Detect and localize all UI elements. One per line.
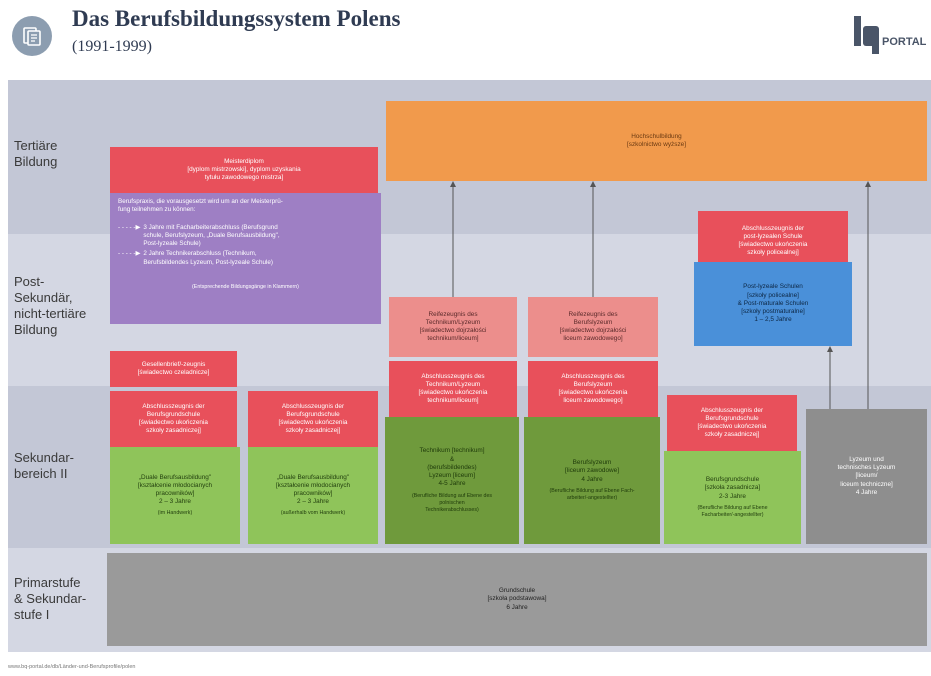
box-abschluss-berufslyzeum: Abschlusszeugnis des Berufslyzeum [świad… xyxy=(528,361,658,417)
box-gesellenbrief: Gesellenbrief/-zeugnis [świadectwo czela… xyxy=(110,351,237,387)
page-title: Das Berufsbildungssystem Polens xyxy=(72,6,401,31)
box-abschluss-bgs-2: Abschlusszeugnis der Berufsgrundschule [… xyxy=(248,391,378,447)
source-url: www.bq-portal.de/db/Länder-und-Berufspro… xyxy=(8,664,136,670)
box-reife-berufslyzeum: Reifezeugnis des Berufslyzeum [świadectw… xyxy=(528,297,658,357)
box-abschluss-technikum: Abschlusszeugnis des Technikum/Lyzeum [ś… xyxy=(389,361,517,417)
label-postsekundaer: Post- Sekundär, nicht-tertiäre Bildung xyxy=(14,274,87,337)
box-technikum: Technikum [technikum] & (berufsbildendes… xyxy=(385,417,519,544)
label-tertiaer: Tertiäre Bildung xyxy=(14,138,58,169)
box-abschluss-bgs-1: Abschlusszeugnis der Berufsgrundschule [… xyxy=(110,391,237,447)
box-abschluss-bgs-3: Abschlusszeugnis der Berufsgrundschule [… xyxy=(667,395,797,451)
box-duale-handwerk: „Duale Berufsausbildung" [kształcenie mł… xyxy=(110,447,240,544)
label-primar: Primarstufe & Sekundar- stufe I xyxy=(14,575,87,622)
bq-portal-logo: PORTAL xyxy=(852,12,931,56)
dashed-arrow-icon: - - - - -▶ xyxy=(118,250,141,258)
box-lyzeum: Lyzeum und technisches Lyzeum [liceum/ l… xyxy=(806,409,927,544)
box-abschluss-postlyzeal: Abschlusszeugnis der post-lyzealen Schul… xyxy=(698,211,848,271)
dashed-arrow-icon: - - - - -▶ xyxy=(118,223,141,231)
box-reife-technikum: Reifezeugnis des Technikum/Lyzeum [świad… xyxy=(389,297,517,357)
box-berufsgrundschule: Berufsgrundschule [szkoła zasadnicza] 2-… xyxy=(664,451,801,544)
box-meister-voraussetzung: Berufspraxis, die vorausgesetzt wird um … xyxy=(110,193,381,324)
box-berufslyzeum: Berufslyzeum [liceum zawodowe] 4 Jahre (… xyxy=(524,417,660,544)
box-hochschulbildung: Hochschulbildung [szkolnictwo wyższe] xyxy=(386,101,927,181)
box-duale-ausserhalb: „Duale Berufsausbildung" [kształcenie mł… xyxy=(248,447,378,544)
logo-text: PORTAL xyxy=(882,36,927,48)
label-sekundar: Sekundar- bereich II xyxy=(14,450,74,481)
document-icon xyxy=(12,16,52,56)
page-subtitle: (1991-1999) xyxy=(72,38,152,55)
box-grundschule: Grundschule [szkoła podstawowa] 6 Jahre xyxy=(107,553,927,646)
box-postlyzeale-schulen: Post-lyzeale Schulen [szkoły policealne]… xyxy=(694,262,852,346)
box-meisterdiplom: Meisterdiplom [dyplom mistrzowski], dypl… xyxy=(110,147,378,193)
